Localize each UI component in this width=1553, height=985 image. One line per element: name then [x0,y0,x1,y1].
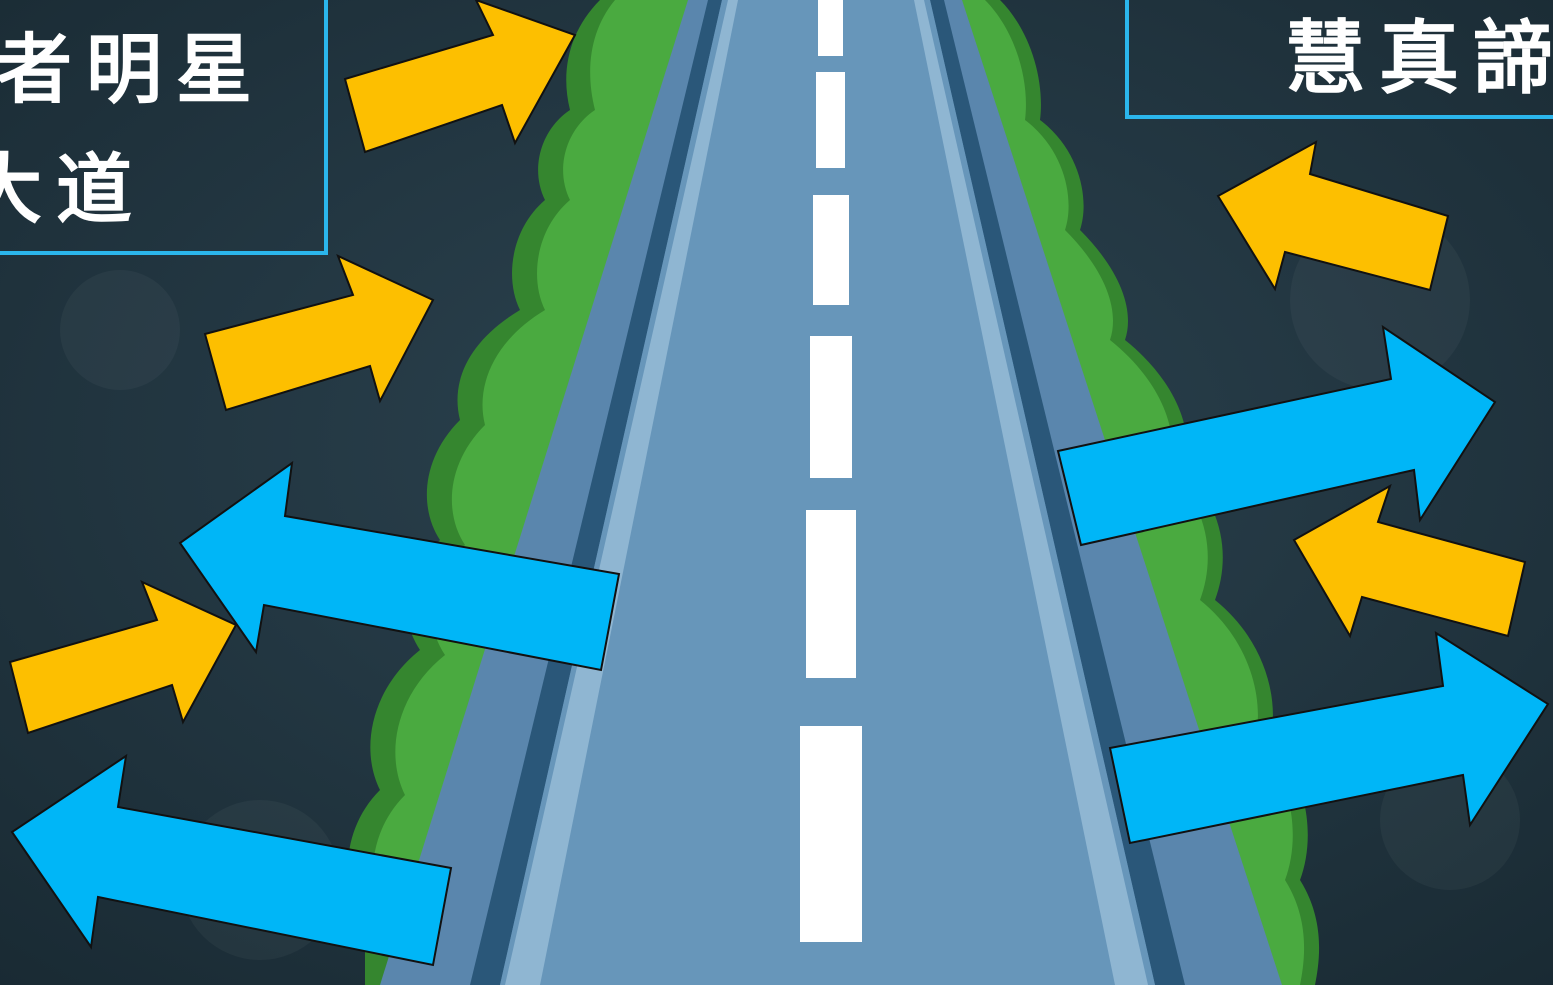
arrow-right-icon [1056,324,1497,547]
arrow-left-up-icon [1216,140,1450,292]
lane-dash [806,510,856,678]
right-title-line1: 慧真諦 [1285,11,1553,105]
road-light-stripe-left [505,0,738,985]
left-title-box: 者明星 大道 [0,0,328,255]
road-edge-left [470,0,722,985]
left-title-line2: 大道 [0,145,146,234]
arrow-left-icon [10,753,453,967]
arrow-right-up-icon [8,580,238,735]
lane-markings [800,0,862,942]
lane-dash [800,726,862,942]
left-title-line1: 者明星 [0,25,266,114]
arrow-right-icon [1108,631,1550,845]
arrow-right-up-icon [203,254,435,412]
arrow-right-up-icon [343,0,577,154]
arrow-left-up-icon [1292,483,1527,639]
arrows [8,0,1550,967]
lane-dash [810,336,852,478]
right-title-box: 慧真諦 [1125,0,1553,119]
lane-dash [818,0,843,56]
road-light-stripe-right [914,0,1148,985]
lane-dash [816,72,845,168]
lane-dash [813,195,849,305]
arrow-left-icon [178,460,621,672]
road-surface [500,0,1155,985]
road-edge-right [930,0,1185,985]
